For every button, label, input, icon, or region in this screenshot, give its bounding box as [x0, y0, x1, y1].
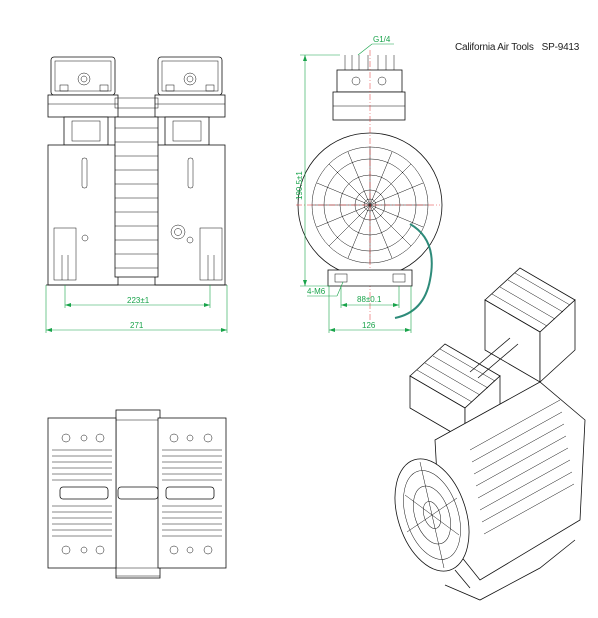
model-number: SP-9413 — [541, 42, 580, 53]
dim-overall-label: 271 — [130, 321, 144, 330]
dim-height-label: 190.5±1 — [295, 171, 304, 200]
dim-width-label: 126 — [362, 321, 376, 330]
dim-bolt-spacing-label: 88±0.1 — [357, 295, 382, 304]
top-view — [47, 409, 227, 579]
isometric-view — [394, 267, 586, 601]
brand-name: California Air Tools — [455, 42, 534, 53]
side-view: 190.5±1 G1/4 4-M6 88±0.1 126 — [295, 35, 443, 333]
dim-inner-label: 223±1 — [127, 296, 150, 305]
dim-hole-label: 4-M6 — [307, 287, 326, 296]
front-view: 223±1 271 — [45, 56, 228, 333]
drawing-title: California Air Tools SP-9413 — [455, 42, 579, 53]
dim-thread-label: G1/4 — [373, 35, 391, 44]
